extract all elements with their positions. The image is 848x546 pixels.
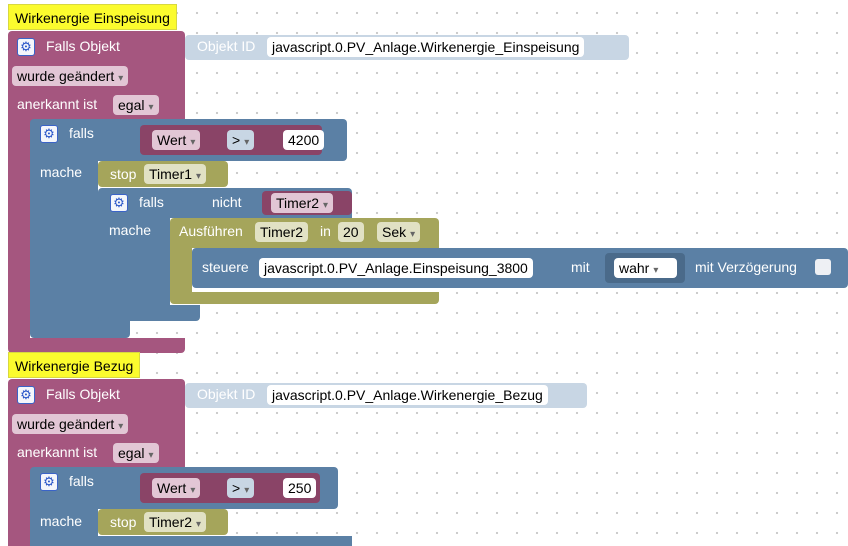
if-label: falls (69, 125, 94, 141)
ack-value: egal (118, 97, 145, 113)
objekt-id-field[interactable]: javascript.0.PV_Anlage.Wirkenergie_Einsp… (267, 37, 585, 57)
chevron-down-icon: ▾ (410, 229, 416, 240)
change-type-dropdown[interactable]: wurde geändert▾ (12, 414, 129, 434)
operator-value: > (232, 480, 241, 496)
value-dropdown[interactable]: Wert▾ (152, 478, 201, 498)
gear-icon[interactable]: ⚙ (110, 194, 128, 212)
ack-label: anerkannt ist (17, 96, 98, 112)
do-label: mache (40, 513, 83, 529)
inner-if-label: falls (139, 194, 164, 210)
execute-label: Ausführen (179, 223, 243, 239)
stop-label: stop (110, 514, 137, 530)
gear-icon[interactable]: ⚙ (40, 125, 58, 143)
chevron-down-icon: ▾ (323, 200, 329, 211)
objekt-id-field[interactable]: javascript.0.PV_Anlage.Wirkenergie_Bezug (267, 385, 548, 405)
stop-timer-dropdown[interactable]: Timer2▾ (144, 512, 207, 532)
block-comment[interactable]: Wirkenergie Einspeisung (8, 4, 177, 30)
with-label: mit (571, 259, 590, 275)
ack-dropdown[interactable]: egal▾ (113, 95, 159, 115)
delay-value-field[interactable]: 20 (338, 222, 364, 242)
operator-dropdown[interactable]: >▾ (227, 478, 255, 498)
change-type-dropdown[interactable]: wurde geändert▾ (12, 66, 129, 86)
compare-value-field[interactable]: 250 (283, 478, 317, 498)
control-label: steuere (202, 259, 249, 275)
delay-unit-dropdown[interactable]: Sek▾ (377, 222, 421, 242)
trigger-label: Falls Objekt (46, 38, 120, 54)
trigger-label: Falls Objekt (46, 386, 120, 402)
objekt-id-label: Objekt ID (197, 386, 256, 402)
inner-timer-value: Timer2 (276, 195, 320, 211)
value-dropdown[interactable]: Wert▾ (152, 130, 201, 150)
with-value: wahr (619, 260, 650, 276)
chevron-down-icon: ▾ (118, 73, 124, 84)
value-dropdown-value: Wert (157, 132, 187, 148)
chevron-down-icon: ▾ (190, 485, 196, 496)
inner-timer-dropdown[interactable]: Timer2▾ (271, 193, 334, 213)
chevron-down-icon: ▾ (190, 137, 196, 148)
gear-icon[interactable]: ⚙ (17, 386, 35, 404)
chevron-down-icon: ▾ (244, 137, 250, 148)
value-dropdown-value: Wert (157, 480, 187, 496)
chevron-down-icon: ▾ (244, 485, 250, 496)
stop-timer-value: Timer2 (149, 514, 193, 530)
gear-icon[interactable]: ⚙ (17, 38, 35, 56)
chevron-down-icon: ▾ (118, 421, 124, 432)
objekt-id-label: Objekt ID (197, 38, 256, 54)
ack-dropdown[interactable]: egal▾ (113, 443, 159, 463)
chevron-down-icon: ▾ (196, 171, 202, 182)
ack-value: egal (118, 445, 145, 461)
not-label: nicht (212, 194, 242, 210)
ack-label: anerkannt ist (17, 444, 98, 460)
chevron-down-icon: ▾ (196, 519, 202, 530)
control-target-field[interactable]: javascript.0.PV_Anlage.Einspeisung_3800 (259, 258, 533, 278)
change-type-value: wurde geändert (17, 416, 115, 432)
gear-icon[interactable]: ⚙ (40, 473, 58, 491)
if-label: falls (69, 473, 94, 489)
delay-option-label: mit Verzögerung (695, 259, 797, 275)
inner-do-label: mache (109, 222, 152, 238)
operator-value: > (232, 132, 241, 148)
with-value-dropdown[interactable]: wahr▾ (614, 258, 677, 278)
do-label: mache (40, 164, 83, 180)
change-type-value: wurde geändert (17, 68, 115, 84)
block-comment[interactable]: Wirkenergie Bezug (8, 352, 141, 378)
delay-checkbox[interactable] (815, 259, 831, 275)
stop-timer-value: Timer1 (149, 166, 193, 182)
stop-label: stop (110, 166, 137, 182)
chevron-down-icon: ▾ (653, 265, 659, 276)
stop-timer-dropdown[interactable]: Timer1▾ (144, 164, 207, 184)
operator-dropdown[interactable]: >▾ (227, 130, 255, 150)
compare-value-field[interactable]: 4200 (283, 130, 325, 150)
delay-unit-value: Sek (382, 224, 407, 240)
execute-timer-field[interactable]: Timer2 (255, 222, 309, 242)
chevron-down-icon: ▾ (148, 102, 154, 113)
chevron-down-icon: ▾ (148, 450, 154, 461)
in-label: in (320, 223, 331, 239)
